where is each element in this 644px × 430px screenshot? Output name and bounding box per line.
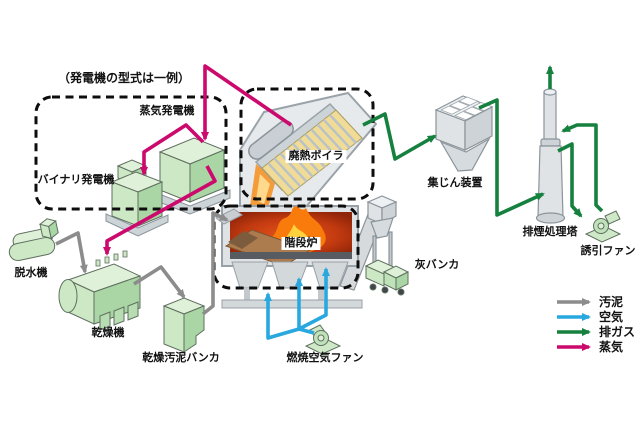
step-furnace-graphic [215,205,363,309]
sludge-flow-lines [55,211,229,316]
label-waste-heat-boiler: 廃熱ボイラ [285,149,347,163]
generator-type-note: （発電機の型式は一例） [58,71,191,85]
label-induced-fan: 誘引ファン [580,244,636,257]
induced-fan-graphic [584,210,622,243]
generators-dashed-box [34,95,228,211]
label-dried-sludge-bunker: 乾燥汚泥バンカ [142,351,220,364]
label-binary-generator: バイナリ発電機 [37,173,115,186]
flue-gas-treatment-tower-graphic [535,88,566,224]
dried-sludge-bunker-graphic [162,297,206,353]
ash-bunker-graphic [339,195,410,296]
legend-label-steam: 蒸気 [599,340,624,354]
label-ash-bunker: 灰バンカ [414,258,460,271]
boiler-dashed-box [239,87,375,201]
furnace-dashed-box [212,204,360,290]
legend-label-gas: 排ガス [599,325,636,339]
label-dewatering-machine: 脱水機 [14,266,48,279]
binary-generator-graphic [105,159,169,237]
legend-label-sludge: 汚泥 [599,295,624,309]
label-step-furnace: 階段炉 [281,236,321,250]
exhaust-gas-flow-lines [362,65,604,218]
label-dryer: 乾燥機 [91,326,125,339]
combustion-air-fan-graphic [304,324,342,355]
dust-collector-graphic [434,95,494,172]
label-dust-collector: 集じん装置 [427,176,483,189]
dewatering-machine-graphic [8,218,59,262]
dryer-graphic [58,250,142,331]
label-combustion-air-fan: 燃焼空気ファン [286,351,364,364]
label-flue-gas-treatment-tower: 排煙処理塔 [522,225,578,238]
legend-label-air: 空気 [599,310,624,324]
air-flow-lines [264,267,330,340]
label-steam-generator: 蒸気発電機 [139,104,195,117]
steam-generator-graphic [153,137,231,215]
steam-flow-lines [103,64,293,256]
legend-arrows [557,298,591,351]
